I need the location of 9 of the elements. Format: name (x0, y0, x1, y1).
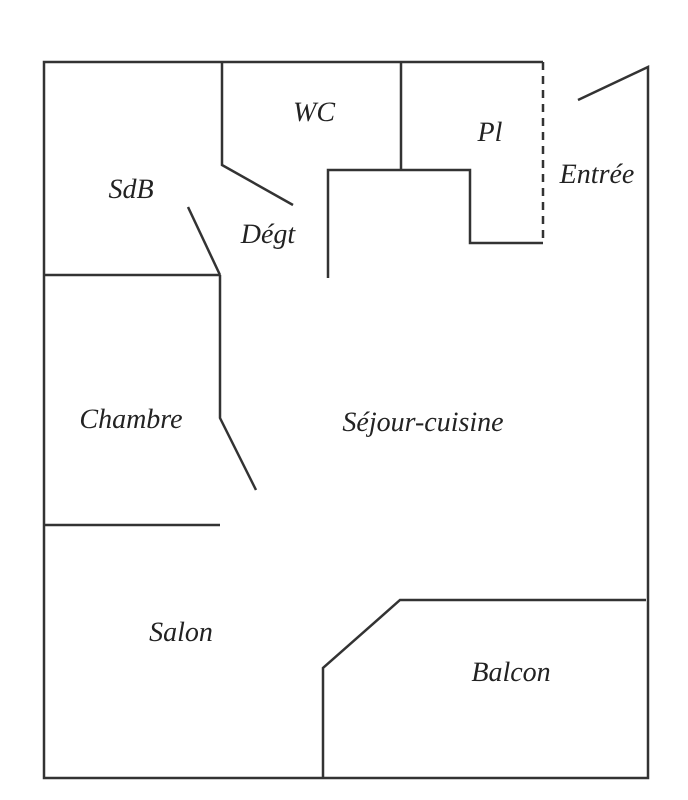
room-label: Pl (478, 117, 502, 149)
room-label: Salon (149, 617, 213, 649)
room-label: WC (293, 97, 335, 129)
room-label: Chambre (79, 404, 183, 436)
room-label: Balcon (471, 657, 551, 689)
room-label: Séjour-cuisine (342, 407, 504, 439)
room-label: Dégt (240, 219, 296, 251)
room-label: Entrée (560, 159, 634, 191)
room-label: SdB (108, 174, 154, 206)
